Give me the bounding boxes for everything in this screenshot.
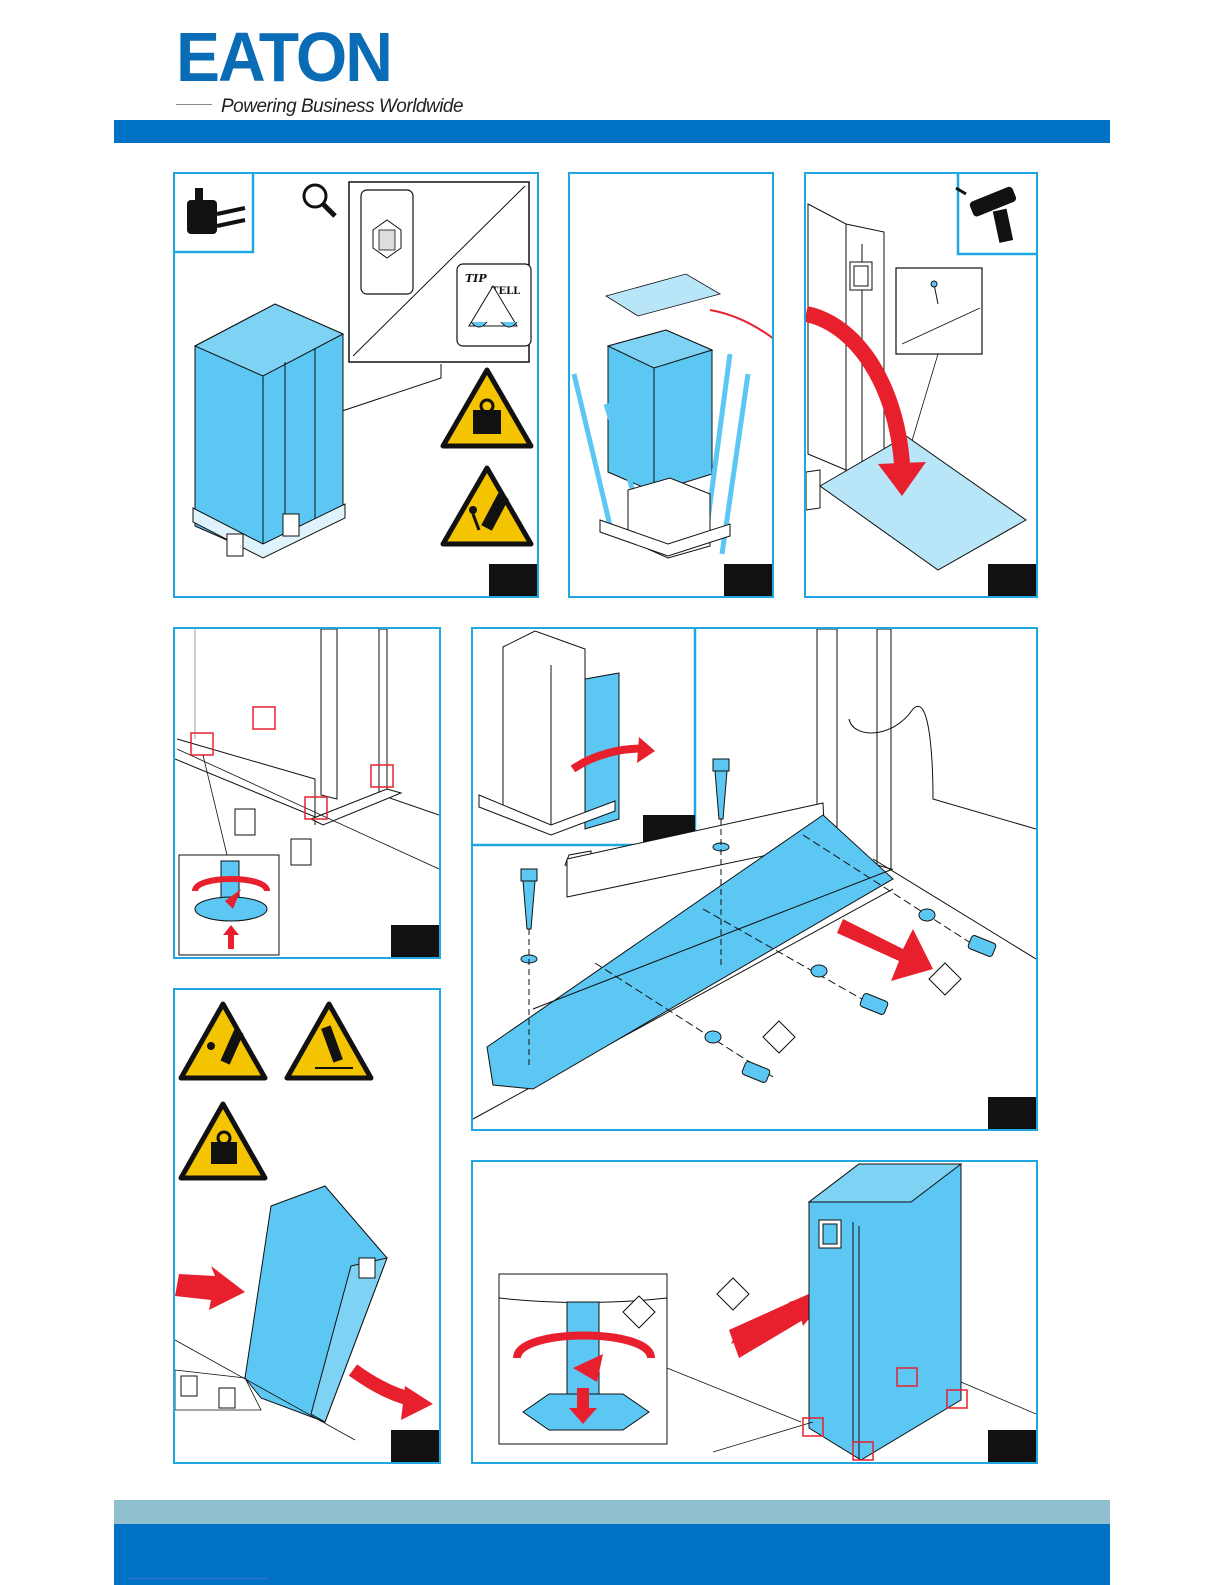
ups-cabinet xyxy=(809,1164,961,1460)
step-number-badge xyxy=(489,564,537,596)
eaton-logo: EATON xyxy=(176,24,381,89)
magnifier-icon xyxy=(304,185,335,216)
step-number-badge xyxy=(988,1097,1036,1129)
footer-link-underline[interactable] xyxy=(128,1578,268,1579)
tagline-rule xyxy=(176,104,212,105)
drill-icon xyxy=(956,186,1017,243)
panel-removal-inset xyxy=(473,629,695,845)
step-number-badge xyxy=(391,1430,439,1462)
heavy-load-warning-icon xyxy=(181,1104,265,1178)
position-level-illustration xyxy=(473,1162,1036,1462)
step-raise-feet xyxy=(173,627,441,959)
step-mount-ramp xyxy=(804,172,1038,598)
remove-brackets-illustration xyxy=(473,629,1036,1129)
roll-off-illustration xyxy=(175,990,439,1462)
wrapped-cabinet xyxy=(193,304,345,558)
raise-feet-illustration xyxy=(175,629,439,957)
step-unpack-inspect: TIP TELL xyxy=(173,172,539,598)
footer-band xyxy=(114,1524,1110,1585)
foot-detail-inset xyxy=(179,855,279,955)
step-remove-packaging xyxy=(568,172,774,598)
step-remove-brackets xyxy=(471,627,1038,1131)
footer-band-light xyxy=(114,1500,1110,1524)
step-number-badge xyxy=(988,1430,1036,1462)
pallet-jack-icon xyxy=(187,188,245,234)
step-position-level xyxy=(471,1160,1038,1464)
mount-ramp-illustration xyxy=(806,174,1036,596)
levelling-foot-inset xyxy=(499,1274,801,1444)
tipping-hazard-warning-icon xyxy=(443,468,531,544)
step-number-badge xyxy=(988,564,1036,596)
step-roll-off-pallet xyxy=(173,988,441,1464)
tipping-hazard-warning-icon xyxy=(181,1004,265,1078)
step-number-badge xyxy=(391,925,439,957)
unpack-illustration: TIP TELL xyxy=(175,174,537,596)
logo-tagline: Powering Business Worldwide xyxy=(221,96,463,118)
tip-label-text: TIP xyxy=(465,272,487,285)
slope-warning-icon xyxy=(287,1004,371,1078)
remove-packaging-illustration xyxy=(570,174,772,596)
step-number-badge xyxy=(724,564,772,596)
header-bar xyxy=(114,120,1110,143)
heavy-load-warning-icon xyxy=(443,370,531,446)
